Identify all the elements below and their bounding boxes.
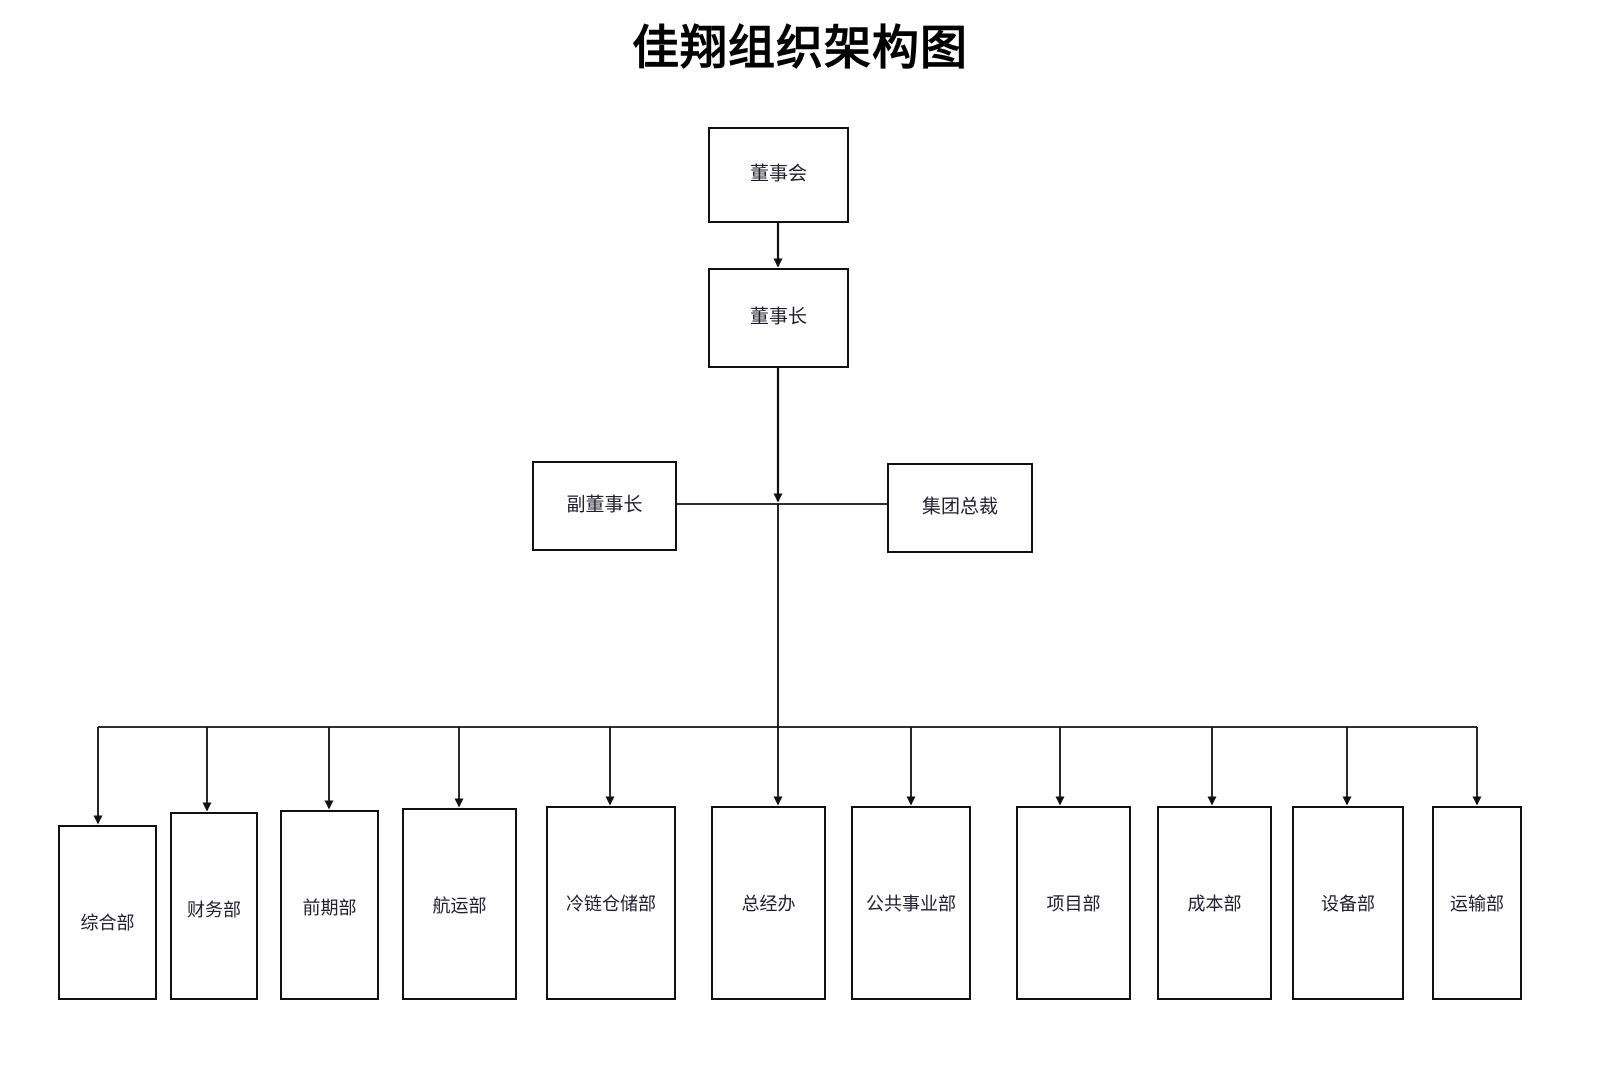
node-dept-general-manager-office[interactable]: 总经办 xyxy=(711,806,826,1000)
node-label: 总经办 xyxy=(741,894,796,914)
node-label: 航运部 xyxy=(432,896,487,916)
node-label: 前期部 xyxy=(302,898,357,918)
node-vice-chairman[interactable]: 副董事长 xyxy=(532,461,677,551)
node-dept-project[interactable]: 项目部 xyxy=(1016,806,1131,1000)
node-label: 成本部 xyxy=(1187,894,1242,914)
node-group-president[interactable]: 集团总裁 xyxy=(887,463,1033,553)
node-label: 董事会 xyxy=(749,163,807,185)
node-label: 集团总裁 xyxy=(921,496,998,518)
node-label: 公共事业部 xyxy=(866,894,956,914)
node-label: 董事长 xyxy=(749,306,807,328)
node-dept-public-utilities[interactable]: 公共事业部 xyxy=(851,806,971,1000)
node-dept-cost[interactable]: 成本部 xyxy=(1157,806,1272,1000)
node-label: 冷链仓储部 xyxy=(566,894,656,914)
node-label: 财务部 xyxy=(187,900,241,920)
node-dept-equipment[interactable]: 设备部 xyxy=(1292,806,1404,1000)
node-dept-cold-chain-warehousing[interactable]: 冷链仓储部 xyxy=(546,806,676,1000)
node-label: 运输部 xyxy=(1450,894,1504,914)
node-label: 设备部 xyxy=(1321,894,1375,914)
node-label: 项目部 xyxy=(1046,894,1101,914)
node-label: 副董事长 xyxy=(566,494,643,516)
node-dept-general-affairs[interactable]: 综合部 xyxy=(58,825,157,1000)
node-dept-finance[interactable]: 财务部 xyxy=(170,812,258,1000)
node-dept-shipping[interactable]: 航运部 xyxy=(402,808,517,1000)
node-chairman[interactable]: 董事长 xyxy=(708,268,849,368)
page-title: 佳翔组织架构图 xyxy=(632,23,968,75)
node-label: 综合部 xyxy=(80,913,135,933)
node-dept-transportation[interactable]: 运输部 xyxy=(1432,806,1522,1000)
node-dept-preliminary[interactable]: 前期部 xyxy=(280,810,379,1000)
node-board-of-directors[interactable]: 董事会 xyxy=(708,127,849,223)
